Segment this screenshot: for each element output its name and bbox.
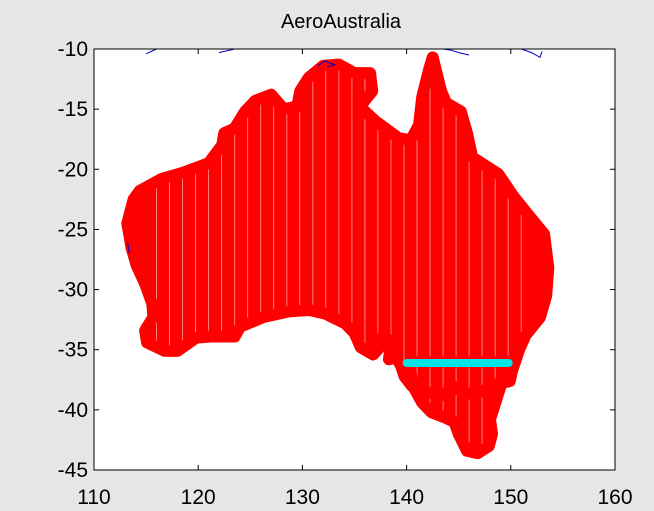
x-tick-label: 120 [181,486,216,509]
southeast-outline [404,356,515,459]
coastline-segment [126,241,130,254]
x-tick-label: 110 [77,486,110,509]
x-tick-label: 160 [597,486,632,509]
y-tick-label: -30 [58,279,88,302]
y-tick-label: -35 [58,339,88,362]
y-tick-label: -40 [58,399,88,422]
x-tick-label: 130 [285,486,320,509]
coastline-segment [317,60,337,68]
chart-title: AeroAustralia [281,11,402,33]
mainland-outline [121,51,554,401]
coastline-segment [218,49,235,54]
y-tick-label: -15 [58,98,88,121]
y-tick-label: -45 [58,459,88,482]
axes-frame [93,48,616,471]
y-tick-label: -10 [58,38,88,61]
coastline-segment [521,49,543,59]
x-tick-label: 140 [389,486,424,509]
y-tick-label: -20 [58,158,88,181]
x-tick-label: 150 [493,486,528,509]
coastline-segment [443,49,470,56]
axis-ticks: 110 120 130 140 150 160 -10 -15 -20 -25 -30 -35 -40 -… [58,38,633,509]
coastline-segment [145,49,157,55]
y-tick-label: -25 [58,218,88,241]
